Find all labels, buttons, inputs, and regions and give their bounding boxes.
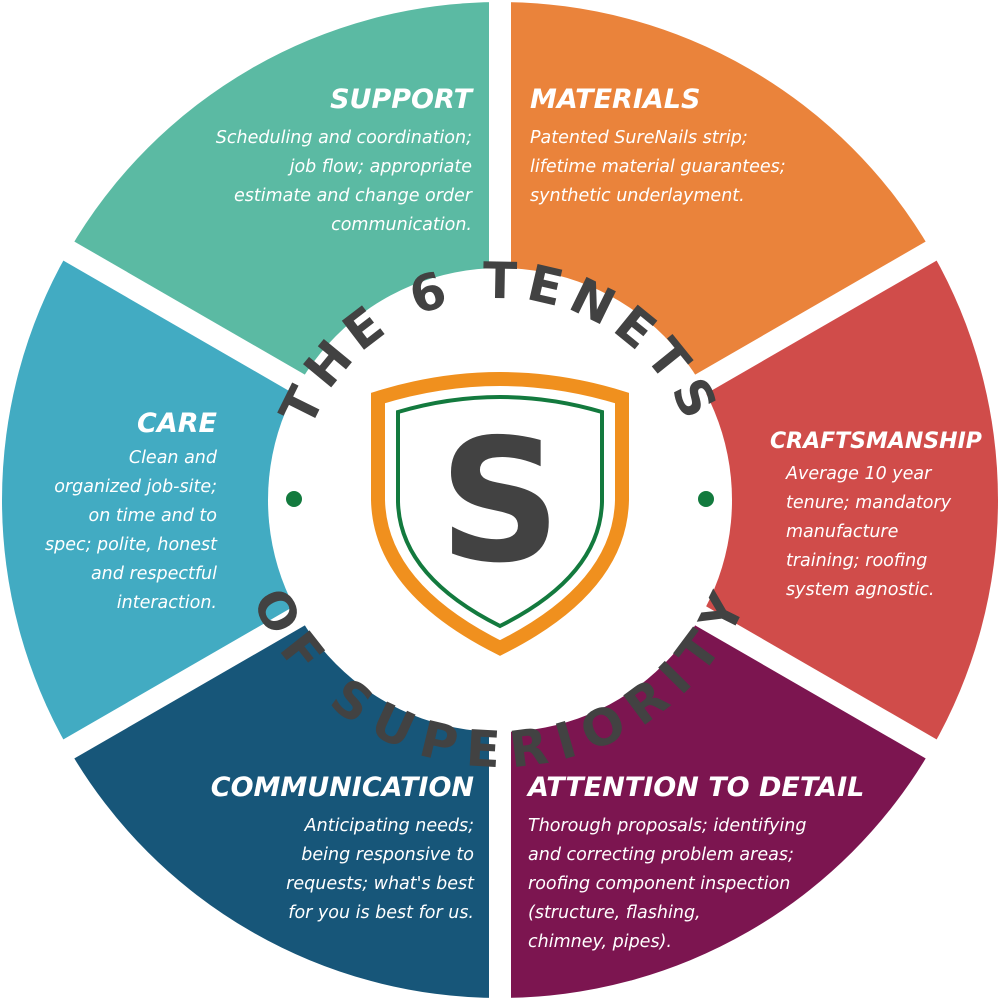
- tenet-care: CARE Clean and organized job-site; on ti…: [45, 408, 217, 618]
- tenet-craftsmanship: CRAFTSMANSHIP Average 10 year tenure; ma…: [770, 426, 982, 605]
- hub-dot-left: [286, 491, 302, 507]
- shield-letter: S: [439, 403, 561, 601]
- tenet-attention-to-detail-description: Thorough proposals; identifying and corr…: [528, 816, 807, 952]
- tenet-support-description: Scheduling and coordination; job flow; a…: [215, 128, 472, 235]
- tenet-support: SUPPORT Scheduling and coordination; job…: [216, 84, 472, 240]
- tenet-care-title: CARE: [137, 408, 217, 439]
- shield-outer-icon: [371, 372, 629, 656]
- shield-logo: S: [371, 372, 629, 656]
- tenet-care-description: Clean and organized job-site; on time an…: [44, 448, 217, 613]
- segment-care: [1, 251, 500, 749]
- tenet-attention-to-detail: ATTENTION TO DETAIL Thorough proposals; …: [528, 772, 864, 957]
- tenet-communication-description: Anticipating needs; being responsive to …: [286, 816, 474, 923]
- tenet-communication-title: COMMUNICATION: [210, 772, 474, 803]
- hub-dot-right: [698, 491, 714, 507]
- tenet-materials: MATERIALS Patented SureNails strip; life…: [530, 84, 786, 211]
- tenet-craftsmanship-title: CRAFTSMANSHIP: [770, 429, 982, 454]
- tenet-materials-description: Patented SureNails strip; lifetime mater…: [530, 128, 786, 206]
- segment-craftsmanship: [500, 251, 998, 749]
- tenet-materials-title: MATERIALS: [530, 84, 701, 115]
- tenet-support-title: SUPPORT: [330, 84, 472, 115]
- tenet-communication: COMMUNICATION Anticipating needs; being …: [211, 772, 474, 928]
- tenet-attention-to-detail-title: ATTENTION TO DETAIL: [528, 772, 865, 803]
- shield-inner-icon: [396, 395, 604, 629]
- tenet-craftsmanship-description: Average 10 year tenure; mandatory manufa…: [786, 464, 952, 600]
